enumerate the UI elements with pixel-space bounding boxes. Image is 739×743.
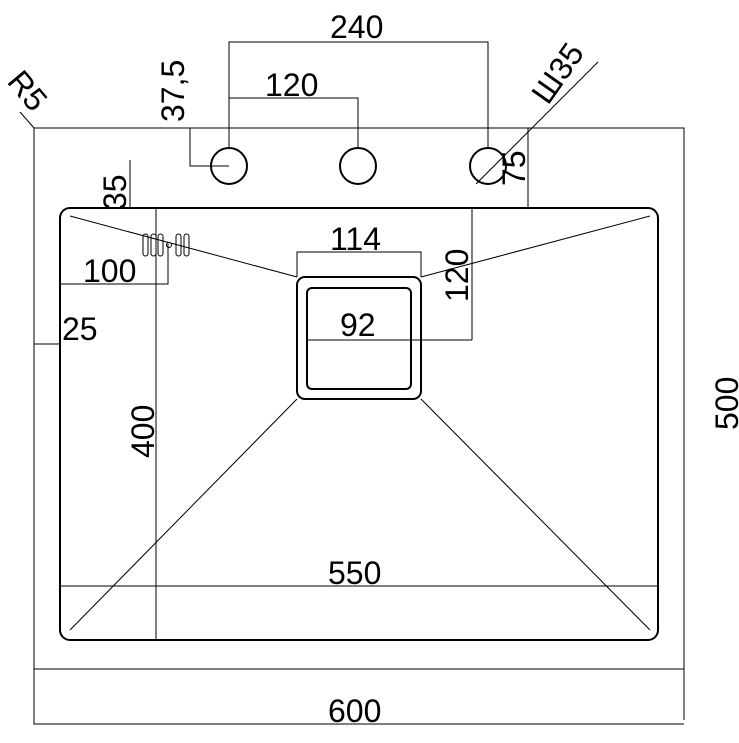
dim-text-500: 500 bbox=[709, 377, 739, 430]
slope-line-top-right bbox=[420, 215, 651, 278]
dim-line-600 bbox=[33, 669, 684, 725]
dim-line-120-drain bbox=[421, 207, 473, 340]
dim-line-114 bbox=[296, 251, 422, 277]
dim-line-100 bbox=[60, 244, 169, 285]
drain-inner bbox=[306, 287, 412, 390]
dim-text-550: 550 bbox=[328, 555, 381, 591]
dim-leader-diameter bbox=[475, 61, 599, 185]
dim-text-240: 240 bbox=[330, 9, 383, 45]
dim-line-240 bbox=[228, 41, 489, 148]
faucet-hole-middle bbox=[339, 147, 377, 185]
dim-line-75 bbox=[488, 127, 529, 208]
dim-line-37-5 bbox=[189, 128, 229, 167]
dim-text-35: 35 bbox=[97, 174, 133, 210]
slope-line-bottom-left bbox=[69, 398, 298, 631]
drain-outer bbox=[296, 276, 422, 400]
dim-text-92: 92 bbox=[340, 307, 376, 343]
dim-text-75: 75 bbox=[496, 150, 532, 186]
bowl-outline bbox=[59, 207, 659, 641]
dim-text-600: 600 bbox=[328, 693, 381, 729]
dim-text-r5: R5 bbox=[1, 63, 55, 117]
dim-text-25: 25 bbox=[62, 311, 98, 347]
slope-line-bottom-right bbox=[420, 398, 651, 631]
dim-text-100: 100 bbox=[83, 253, 136, 289]
dim-text-114: 114 bbox=[330, 221, 381, 257]
dim-text-120-drain: 120 bbox=[439, 249, 475, 302]
dim-leader-radius bbox=[19, 111, 35, 129]
dim-text-400: 400 bbox=[125, 405, 161, 458]
dim-text-120-holes: 120 bbox=[265, 67, 318, 103]
dim-text-37-5: 37,5 bbox=[155, 60, 191, 122]
dim-text-diameter: Ш35 bbox=[524, 36, 591, 110]
dim-line-35 bbox=[129, 160, 156, 209]
dim-line-120 bbox=[229, 97, 359, 148]
